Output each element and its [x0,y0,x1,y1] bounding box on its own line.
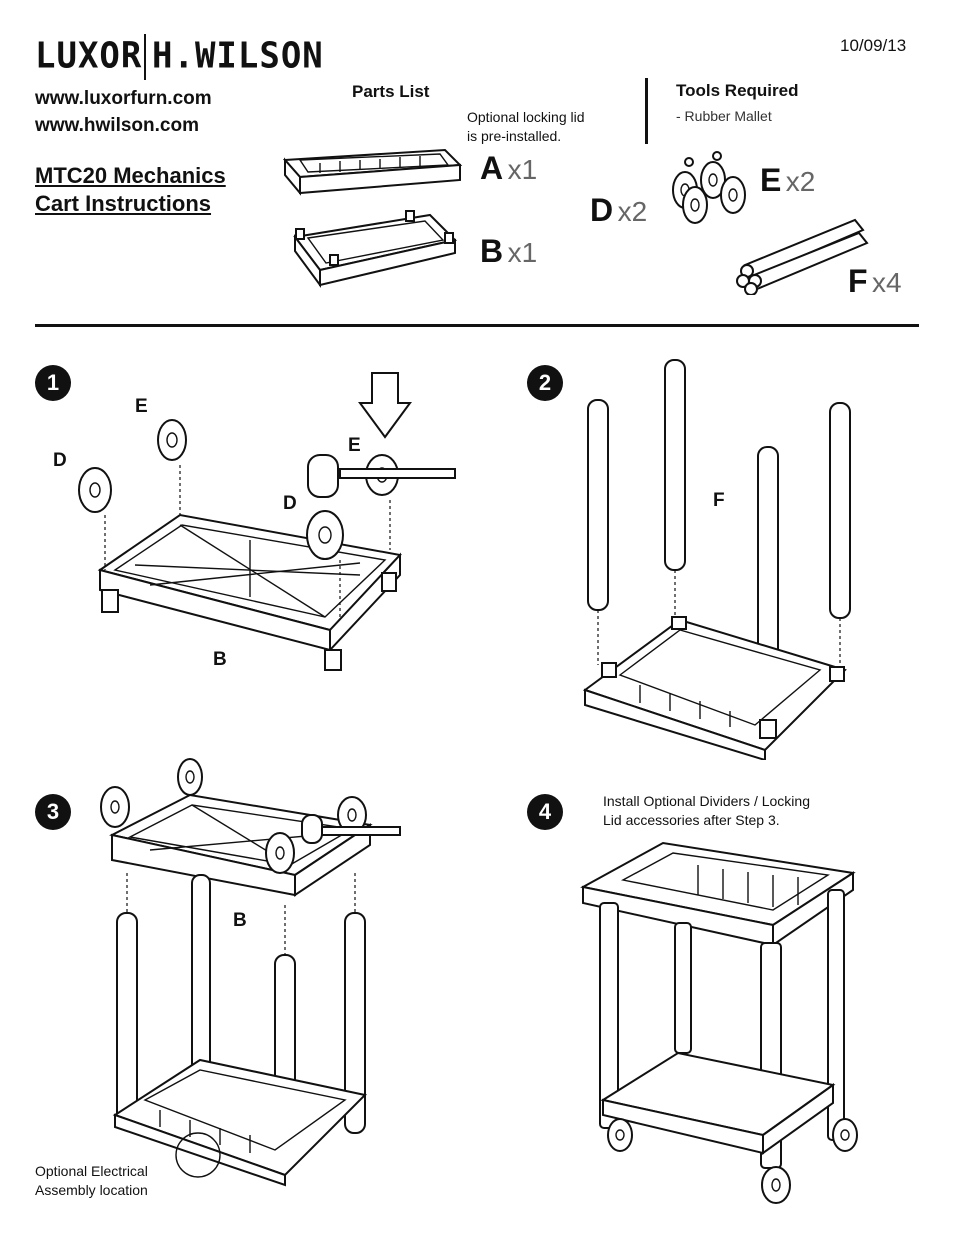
part-label-b: B x1 [480,233,537,270]
step-3-note-line1: Optional Electrical [35,1163,148,1179]
url-luxorfurn[interactable]: www.luxorfurn.com [35,88,212,109]
brand-logo: LUXOR [35,35,142,77]
step-1-label-b: B [213,649,227,670]
step-1-label-e2: E [348,435,361,456]
caster-icon [100,758,367,874]
logo-separator [144,34,146,80]
part-letter: B [480,233,504,269]
step-3-illustration [100,758,401,1187]
part-letter: D [590,192,614,228]
url-hwilson[interactable]: www.hwilson.com [35,115,199,136]
header-vertical-divider [645,78,648,144]
mallet-icon [301,814,401,844]
logo-luxor: LUXOR [35,35,143,77]
step-1-illustration [78,372,456,671]
step-3-label-b: B [233,910,247,931]
part-qty: x2 [617,196,648,227]
part-qty: x1 [507,237,538,268]
part-letter: F [848,263,868,299]
step-1-label-d1: D [53,450,67,471]
page-title-line2: Cart Instructions [35,191,212,216]
step-4-badge: 4 [527,794,563,830]
part-label-f: F x4 [848,263,902,300]
tools-heading: Tools Required [676,81,799,100]
step-3-note: Optional Electrical Assembly location [35,1162,148,1200]
step-2-illustration [582,359,851,760]
post-icon [736,218,869,295]
section-divider [35,324,919,327]
logo-hwilson: H.WILSON [152,35,324,77]
parts-list-heading: Parts List [352,82,430,101]
step-1-label-e1: E [135,396,148,417]
down-arrow-icon [358,372,412,439]
part-qty: x1 [507,154,538,185]
step-3-badge: 3 [35,794,71,830]
step-1-badge: 1 [35,365,71,401]
part-label-e: E x2 [760,162,815,199]
document-date: 10/09/13 [840,36,907,55]
caster-icon [672,151,746,224]
step-4-illustration [580,841,858,1204]
step-4-note-line2: Lid accessories after Step 3. [603,812,780,828]
part-qty: x4 [872,267,902,298]
parts-note-line2: is pre-installed. [467,128,562,144]
mallet-icon [307,454,456,498]
caster-icon [607,1118,858,1204]
step-3-note-line2: Assembly location [35,1182,148,1198]
part-letter: A [480,150,504,186]
brand-logo-wilson: H.WILSON [152,35,324,77]
part-qty: x2 [785,166,816,197]
step-2-badge: 2 [527,365,563,401]
part-letter: E [760,162,782,198]
part-label-d: D x2 [590,192,647,229]
tool-item-mallet: - Rubber Mallet [676,108,772,124]
part-label-a: A x1 [480,150,537,187]
step-4-note-line1: Install Optional Dividers / Locking [603,793,810,809]
page-title-line1: MTC20 Mechanics [35,163,226,188]
parts-illustration-ab [282,148,463,289]
parts-note: Optional locking lid is pre-installed. [467,108,585,146]
parts-illustration-casters [672,151,746,224]
step-4-note: Install Optional Dividers / Locking Lid … [603,792,810,830]
step-1-label-d2: D [283,493,297,514]
step-2-label-f: F [713,490,725,511]
parts-note-line1: Optional locking lid [467,109,585,125]
parts-illustration-posts [736,218,869,295]
